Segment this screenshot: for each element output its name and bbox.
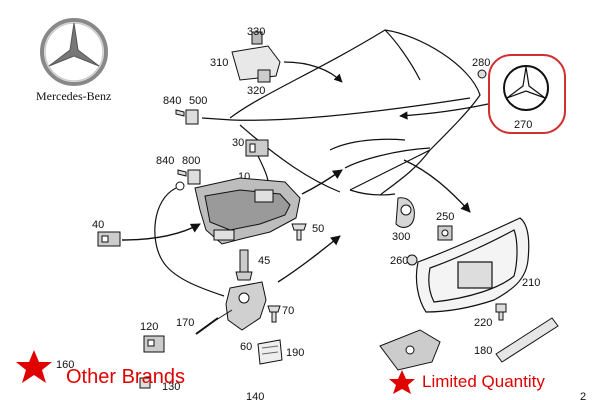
part-130-bolt — [139, 377, 151, 389]
part-70-screw — [267, 305, 281, 323]
part-280-clip — [477, 69, 487, 79]
part-190-pad — [257, 339, 283, 365]
label-140: 140 — [246, 391, 264, 400]
label-160: 160 — [56, 359, 74, 371]
part-120-clip — [143, 335, 165, 353]
label-50: 50 — [312, 223, 324, 235]
part-250-bushing — [437, 225, 453, 241]
part-lower-bracket — [379, 329, 441, 371]
label-180: 180 — [474, 345, 492, 357]
star-icon — [16, 350, 52, 383]
release-cable — [154, 187, 225, 297]
label-330: 330 — [247, 26, 265, 38]
label-800: 800 — [182, 155, 200, 167]
part-800-plug — [177, 169, 201, 185]
arrow-310-to-lid — [283, 61, 343, 83]
label-300: 300 — [392, 231, 410, 243]
leader-30 — [257, 155, 269, 183]
part-50-screw — [291, 223, 307, 241]
part-45-striker — [235, 249, 253, 281]
part-210-license-panel — [415, 217, 530, 313]
part-60-bracket — [225, 281, 267, 331]
label-130: 130 — [162, 381, 180, 393]
label-190: 190 — [286, 347, 304, 359]
promo-right: Limited Quantity — [389, 370, 545, 394]
label-2: 2 — [580, 391, 586, 400]
trunk-lid-outline — [229, 29, 481, 196]
label-120: 120 — [140, 321, 158, 333]
label-840-a: 840 — [163, 95, 181, 107]
arrow-lock-to-lid — [301, 169, 343, 195]
promo-right-text: Limited Quantity — [422, 372, 545, 391]
label-220: 220 — [474, 317, 492, 329]
part-220-screw — [495, 303, 507, 321]
label-60: 60 — [240, 341, 252, 353]
label-280: 280 — [472, 57, 490, 69]
arrow-270-to-lid — [399, 103, 489, 120]
label-270: 270 — [514, 119, 532, 131]
star-icon — [389, 370, 415, 394]
arrow-40-to-lock — [121, 223, 201, 241]
part-30-connector — [245, 139, 269, 157]
label-210: 210 — [522, 277, 540, 289]
label-500: 500 — [189, 95, 207, 107]
label-310: 310 — [210, 57, 228, 69]
label-250: 250 — [436, 211, 454, 223]
label-170: 170 — [176, 317, 194, 329]
leader-500 — [201, 117, 233, 121]
part-500-plug — [175, 109, 199, 125]
part-40-connector — [97, 231, 121, 247]
part-170-rod — [195, 317, 219, 335]
part-180-strip — [495, 317, 559, 363]
label-45: 45 — [258, 255, 270, 267]
label-40: 40 — [92, 219, 104, 231]
leader-170 — [215, 309, 233, 321]
label-320: 320 — [247, 85, 265, 97]
brand-name: Mercedes-Benz — [36, 89, 111, 103]
part-10-lock-assembly — [175, 177, 301, 245]
highlight-ring — [488, 54, 566, 134]
label-840-b: 840 — [156, 155, 174, 167]
part-260-grommet — [406, 254, 418, 266]
part-310-hinge-plate — [231, 31, 281, 83]
label-260: 260 — [390, 255, 408, 267]
arrow-bracket-to-lid — [277, 235, 341, 283]
part-270-emblem-icon — [503, 65, 549, 111]
arrow-lid-to-panel — [403, 159, 471, 213]
label-30: 30 — [232, 137, 244, 149]
promo-left-text: Other Brands — [66, 366, 185, 388]
part-300-lock-cylinder — [395, 197, 415, 228]
label-70: 70 — [282, 305, 294, 317]
brand-logo-icon — [40, 18, 108, 86]
promo-left: Other Brands — [16, 350, 185, 388]
